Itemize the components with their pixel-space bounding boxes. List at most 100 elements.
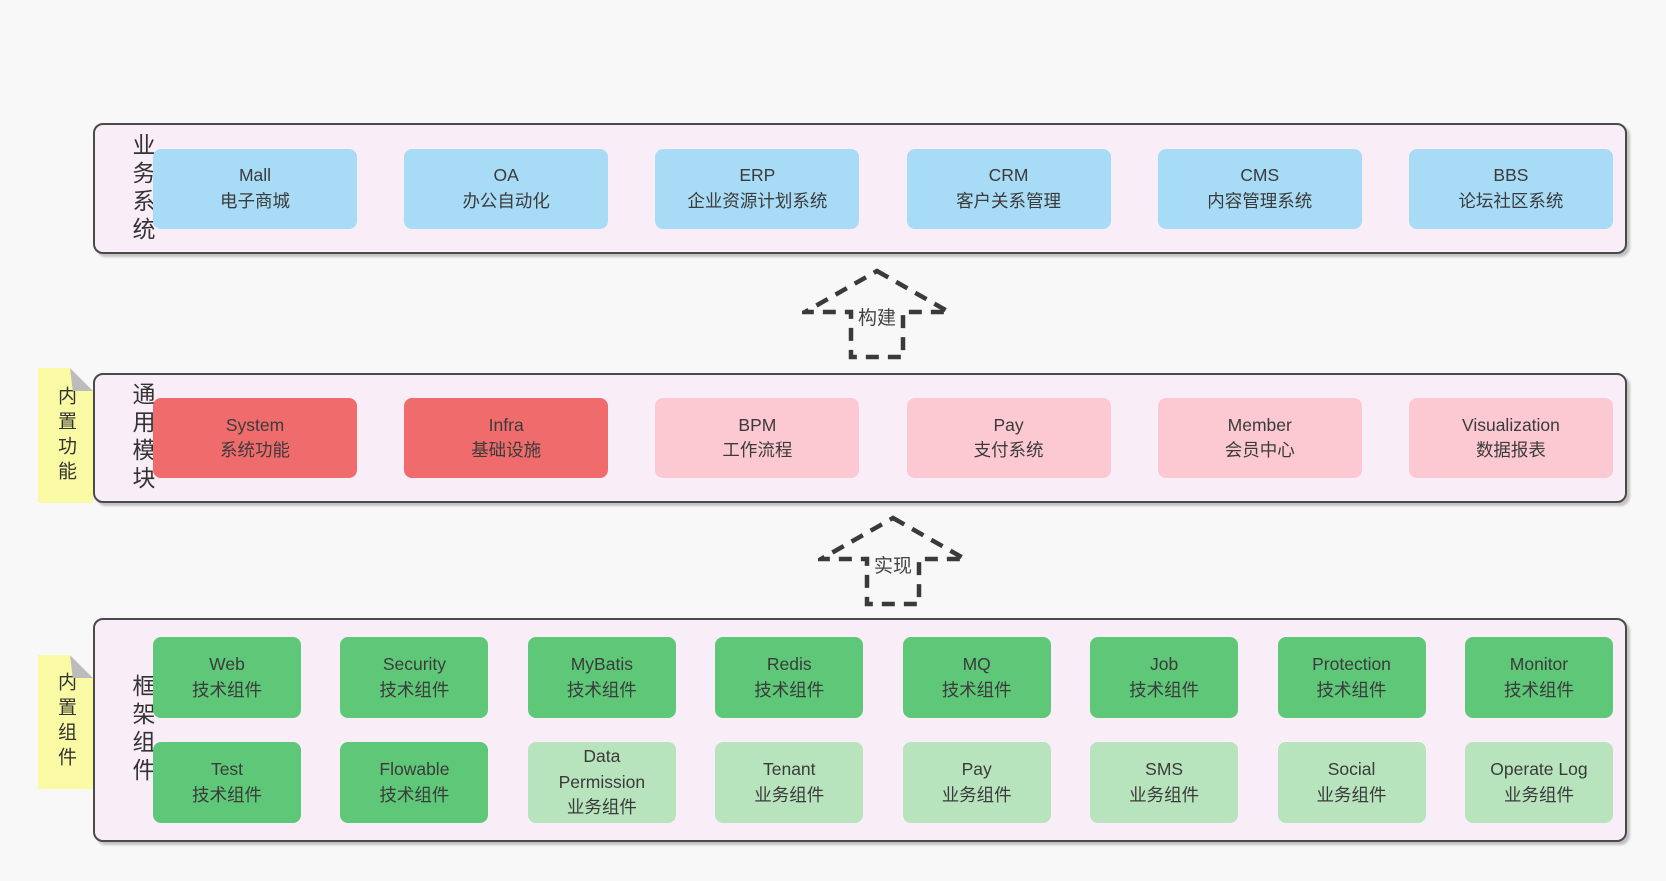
box-subtitle: 技术组件	[1316, 679, 1387, 700]
box-title: BPM	[738, 414, 777, 435]
box-title: MyBatis	[570, 654, 633, 675]
box-erp: ERP 企业资源计划系统	[655, 148, 860, 229]
box-title: BBS	[1493, 165, 1529, 186]
box-subtitle: 技术组件	[1129, 679, 1200, 700]
box-subtitle: 办公自动化	[462, 190, 550, 211]
box-security: Security 技术组件	[340, 637, 489, 718]
box-bpm: BPM 工作流程	[655, 398, 860, 478]
box-subtitle: 数据报表	[1475, 440, 1546, 460]
box-subtitle: 技术组件	[379, 784, 450, 805]
box-title: MQ	[962, 654, 991, 675]
box-subtitle: 会员中心	[1224, 440, 1295, 460]
box-subtitle: 支付系统	[973, 440, 1044, 460]
builtin-components-sticky-note: 内置组件	[38, 655, 93, 789]
box-title: Operate Log	[1490, 759, 1588, 780]
framework-components-panel: 框架组件 Web 技术组件 Security 技术组件 MyBatis 技术组件…	[93, 618, 1627, 842]
box-data-permission: Data Permission 业务组件	[527, 742, 676, 823]
builtin-features-sticky-label: 内置功能	[55, 385, 76, 486]
box-infra: Infra 基础设施	[404, 398, 609, 478]
box-subtitle: 技术组件	[192, 784, 262, 805]
box-subtitle: 技术组件	[192, 679, 262, 700]
box-flowable: Flowable 技术组件	[340, 742, 489, 823]
box-tenant: Tenant 业务组件	[715, 742, 864, 823]
box-subtitle: 技术组件	[941, 679, 1012, 700]
box-subtitle: 业务组件	[1316, 784, 1387, 805]
box-title: Visualization	[1461, 414, 1560, 435]
box-subtitle: 系统功能	[220, 440, 290, 460]
box-bbs: BBS 论坛社区系统	[1408, 148, 1613, 229]
box-test: Test 技术组件	[153, 742, 301, 823]
box-title: Protection	[1312, 654, 1391, 675]
box-operate-log: Operate Log 业务组件	[1464, 742, 1613, 823]
box-title: Mall	[238, 165, 272, 186]
box-subtitle: 业务组件	[754, 784, 825, 805]
box-title: Job	[1150, 654, 1179, 675]
box-title: ERP	[739, 165, 776, 186]
box-cms: CMS 内容管理系统	[1157, 148, 1362, 229]
box-title: Data Permission	[558, 746, 646, 792]
implement-arrow-label: 实现	[869, 554, 917, 581]
box-protection: Protection 技术组件	[1277, 637, 1426, 718]
build-arrow-icon	[802, 268, 952, 360]
biz-components-row: Test 技术组件 Flowable 技术组件 Data Permission …	[153, 742, 1613, 823]
box-title: CRM	[988, 165, 1029, 186]
box-oa: OA 办公自动化	[404, 148, 609, 229]
box-title: Tenant	[762, 759, 816, 780]
box-redis: Redis 技术组件	[715, 637, 864, 718]
box-sms: SMS 业务组件	[1090, 742, 1239, 823]
business-systems-panel: 业务系统 Mall 电子商城 OA 办公自动化 ERP 企业资源计划系统 CRM…	[93, 123, 1627, 254]
box-title: Flowable	[379, 759, 450, 780]
box-subtitle: 业务组件	[941, 784, 1012, 805]
box-title: Infra	[488, 414, 524, 435]
box-subtitle: 基础设施	[471, 440, 542, 460]
box-member: Member 会员中心	[1157, 398, 1362, 478]
box-subtitle: 论坛社区系统	[1458, 190, 1564, 211]
box-title: OA	[493, 165, 519, 186]
box-subtitle: 技术组件	[379, 679, 450, 700]
business-systems-label: 业务系统	[129, 132, 155, 245]
box-mall: Mall 电子商城	[153, 148, 357, 229]
box-title: System	[225, 414, 285, 435]
box-title: Monitor	[1509, 654, 1569, 675]
build-arrow-label: 构建	[853, 306, 901, 333]
common-modules-label: 通用模块	[129, 382, 155, 494]
box-subtitle: 电子商城	[220, 190, 290, 211]
builtin-components-sticky-label: 内置组件	[55, 672, 76, 772]
box-subtitle: 企业资源计划系统	[687, 190, 828, 211]
box-system: System 系统功能	[153, 398, 357, 478]
box-subtitle: 业务组件	[566, 797, 637, 818]
business-systems-row: Mall 电子商城 OA 办公自动化 ERP 企业资源计划系统 CRM 客户关系…	[153, 148, 1613, 229]
box-title: Redis	[766, 654, 812, 675]
box-subtitle: 内容管理系统	[1207, 190, 1313, 211]
box-subtitle: 技术组件	[566, 679, 637, 700]
folded-corner-icon	[70, 368, 93, 391]
box-title: Social	[1327, 759, 1376, 780]
box-subtitle: 业务组件	[1503, 784, 1574, 805]
tech-components-row: Web 技术组件 Security 技术组件 MyBatis 技术组件 Redi…	[153, 637, 1613, 718]
common-modules-panel: 通用模块 System 系统功能 Infra 基础设施 BPM 工作流程 Pay…	[93, 373, 1627, 503]
box-title: CMS	[1240, 165, 1280, 186]
box-mq: MQ 技术组件	[902, 637, 1051, 718]
framework-components-label: 框架组件	[129, 674, 155, 786]
box-title: Security	[382, 654, 447, 675]
box-visualization: Visualization 数据报表	[1408, 398, 1613, 478]
box-title: Web	[209, 654, 245, 675]
implement-arrow-icon	[818, 515, 968, 607]
builtin-features-sticky-note: 内置功能	[38, 368, 93, 503]
box-mybatis: MyBatis 技术组件	[527, 637, 676, 718]
box-title: Member	[1227, 414, 1292, 435]
box-subtitle: 技术组件	[754, 679, 825, 700]
box-subtitle: 技术组件	[1503, 679, 1574, 700]
box-pay-module: Pay 支付系统	[906, 398, 1111, 478]
folded-corner-icon	[70, 655, 93, 678]
box-title: Pay	[993, 414, 1024, 435]
box-subtitle: 业务组件	[1129, 784, 1200, 805]
box-pay-component: Pay 业务组件	[902, 742, 1051, 823]
box-title: Test	[210, 759, 244, 780]
box-social: Social 业务组件	[1277, 742, 1426, 823]
box-title: SMS	[1145, 759, 1184, 780]
box-subtitle: 客户关系管理	[956, 190, 1062, 211]
box-job: Job 技术组件	[1090, 637, 1239, 718]
box-title: Pay	[961, 759, 992, 780]
